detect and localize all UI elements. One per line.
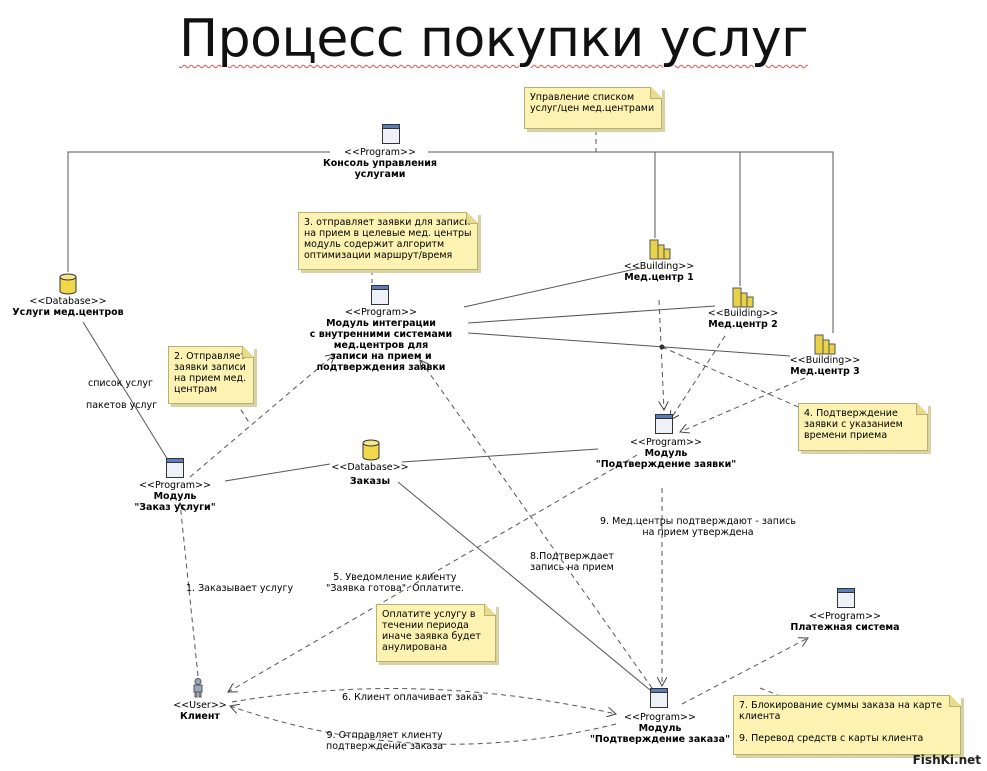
mc3-to-confirm-arrow [680,377,806,432]
mc1-to-confirm-arrow [658,299,664,410]
node-integration: <<Program>> Модуль интеграции с внутренн… [309,307,453,373]
integration-mc1-line [463,267,641,308]
integration-links [463,267,791,357]
integration-mc3-line [467,332,791,357]
order-dborders-line [224,463,331,482]
user-icon [193,678,203,698]
note2-link [235,401,251,425]
dborders-confirm-line [401,448,599,463]
label-services-list: список услуг [88,378,153,389]
console-to-mc3-line [428,151,834,333]
program-icon [382,124,400,144]
program-icon [166,458,184,478]
building-icon [814,334,836,355]
dborders-confirmorder-line [397,481,651,691]
db-services-order-line [82,321,169,461]
confirmorder-to-integration-arrow [420,360,653,689]
label-step-8: 8.Подтверждает запись на прием [530,551,614,573]
label-step-1: 1. Заказывает услугу [186,583,294,594]
node-confirm-request: <<Program>> Модуль "Подтверждение заявки… [595,437,737,470]
node-client: <<User>> Клиент [173,700,227,722]
mc2-to-confirm-arrow [670,335,726,420]
node-mc1: <<Building>> Мед.центр 1 [623,261,695,283]
note-manage: Управление списком услуг/цен мед.центрам… [524,87,662,129]
database-icon [362,439,380,461]
label-step-9-mc: 9. Мед.центры подтверждают - запись на п… [600,516,796,538]
node-order-module: <<Program>> Модуль "Заказ услуги" [134,480,216,513]
page-title: Процесс покупки услуг [179,9,808,69]
label-step-9-client: 9. Отправляет клиенту подтверждение зака… [326,730,444,752]
confirmorder-to-payment-arrow [681,638,808,705]
note-step-4: 4. Подтверждение заявки с указанием врем… [798,403,928,451]
label-packages: пакетов услуг [86,400,158,411]
confirm-to-client-arrow [228,454,638,692]
program-icon [837,588,855,608]
mc-note4-link [661,346,806,411]
building-icon [649,239,671,260]
note-step-2: 2. Отправляет заявки записи на прием мед… [168,346,254,404]
watermark: FishKi.net [912,753,981,767]
node-mc2: <<Building>> Мед.центр 2 [707,308,779,330]
node-db-services: <<Database>> Услуги мед.центров [12,296,124,318]
console-bus [67,151,834,333]
building-icon [732,287,754,308]
node-payment: <<Program>> Платежная система [790,611,900,633]
node-confirm-order: <<Program>> Модуль "Подтверждение заказа… [589,712,731,745]
integration-mc2-line [467,305,716,324]
order-to-integration-arrow [189,354,335,478]
console-to-db-services-line [67,151,330,272]
client-to-order-arrow [180,503,199,677]
program-icon [655,414,673,434]
program-icon [371,285,389,305]
label-step-5: 5. Уведомление клиенту "Заявка готова". … [326,572,464,594]
note-step-3: 3. отправляет заявки для записи на прием… [298,212,478,270]
client-pay-arrow [231,688,616,714]
node-db-orders: <<Database>> Заказы [331,462,409,487]
node-mc3: <<Building>> Мед.центр 3 [789,355,861,377]
node-console: <<Program>> Консоль управления услугами [323,147,437,180]
label-step-6: 6. Клиент оплачивает заказ [342,692,483,703]
junction-dot [659,344,665,350]
note-pay: Оплатите услугу в течении периода иначе … [376,604,496,662]
note-step-7-9: 7. Блокирование суммы заказа на карте кл… [733,695,961,755]
program-icon [650,688,668,708]
database-icon [59,273,77,295]
